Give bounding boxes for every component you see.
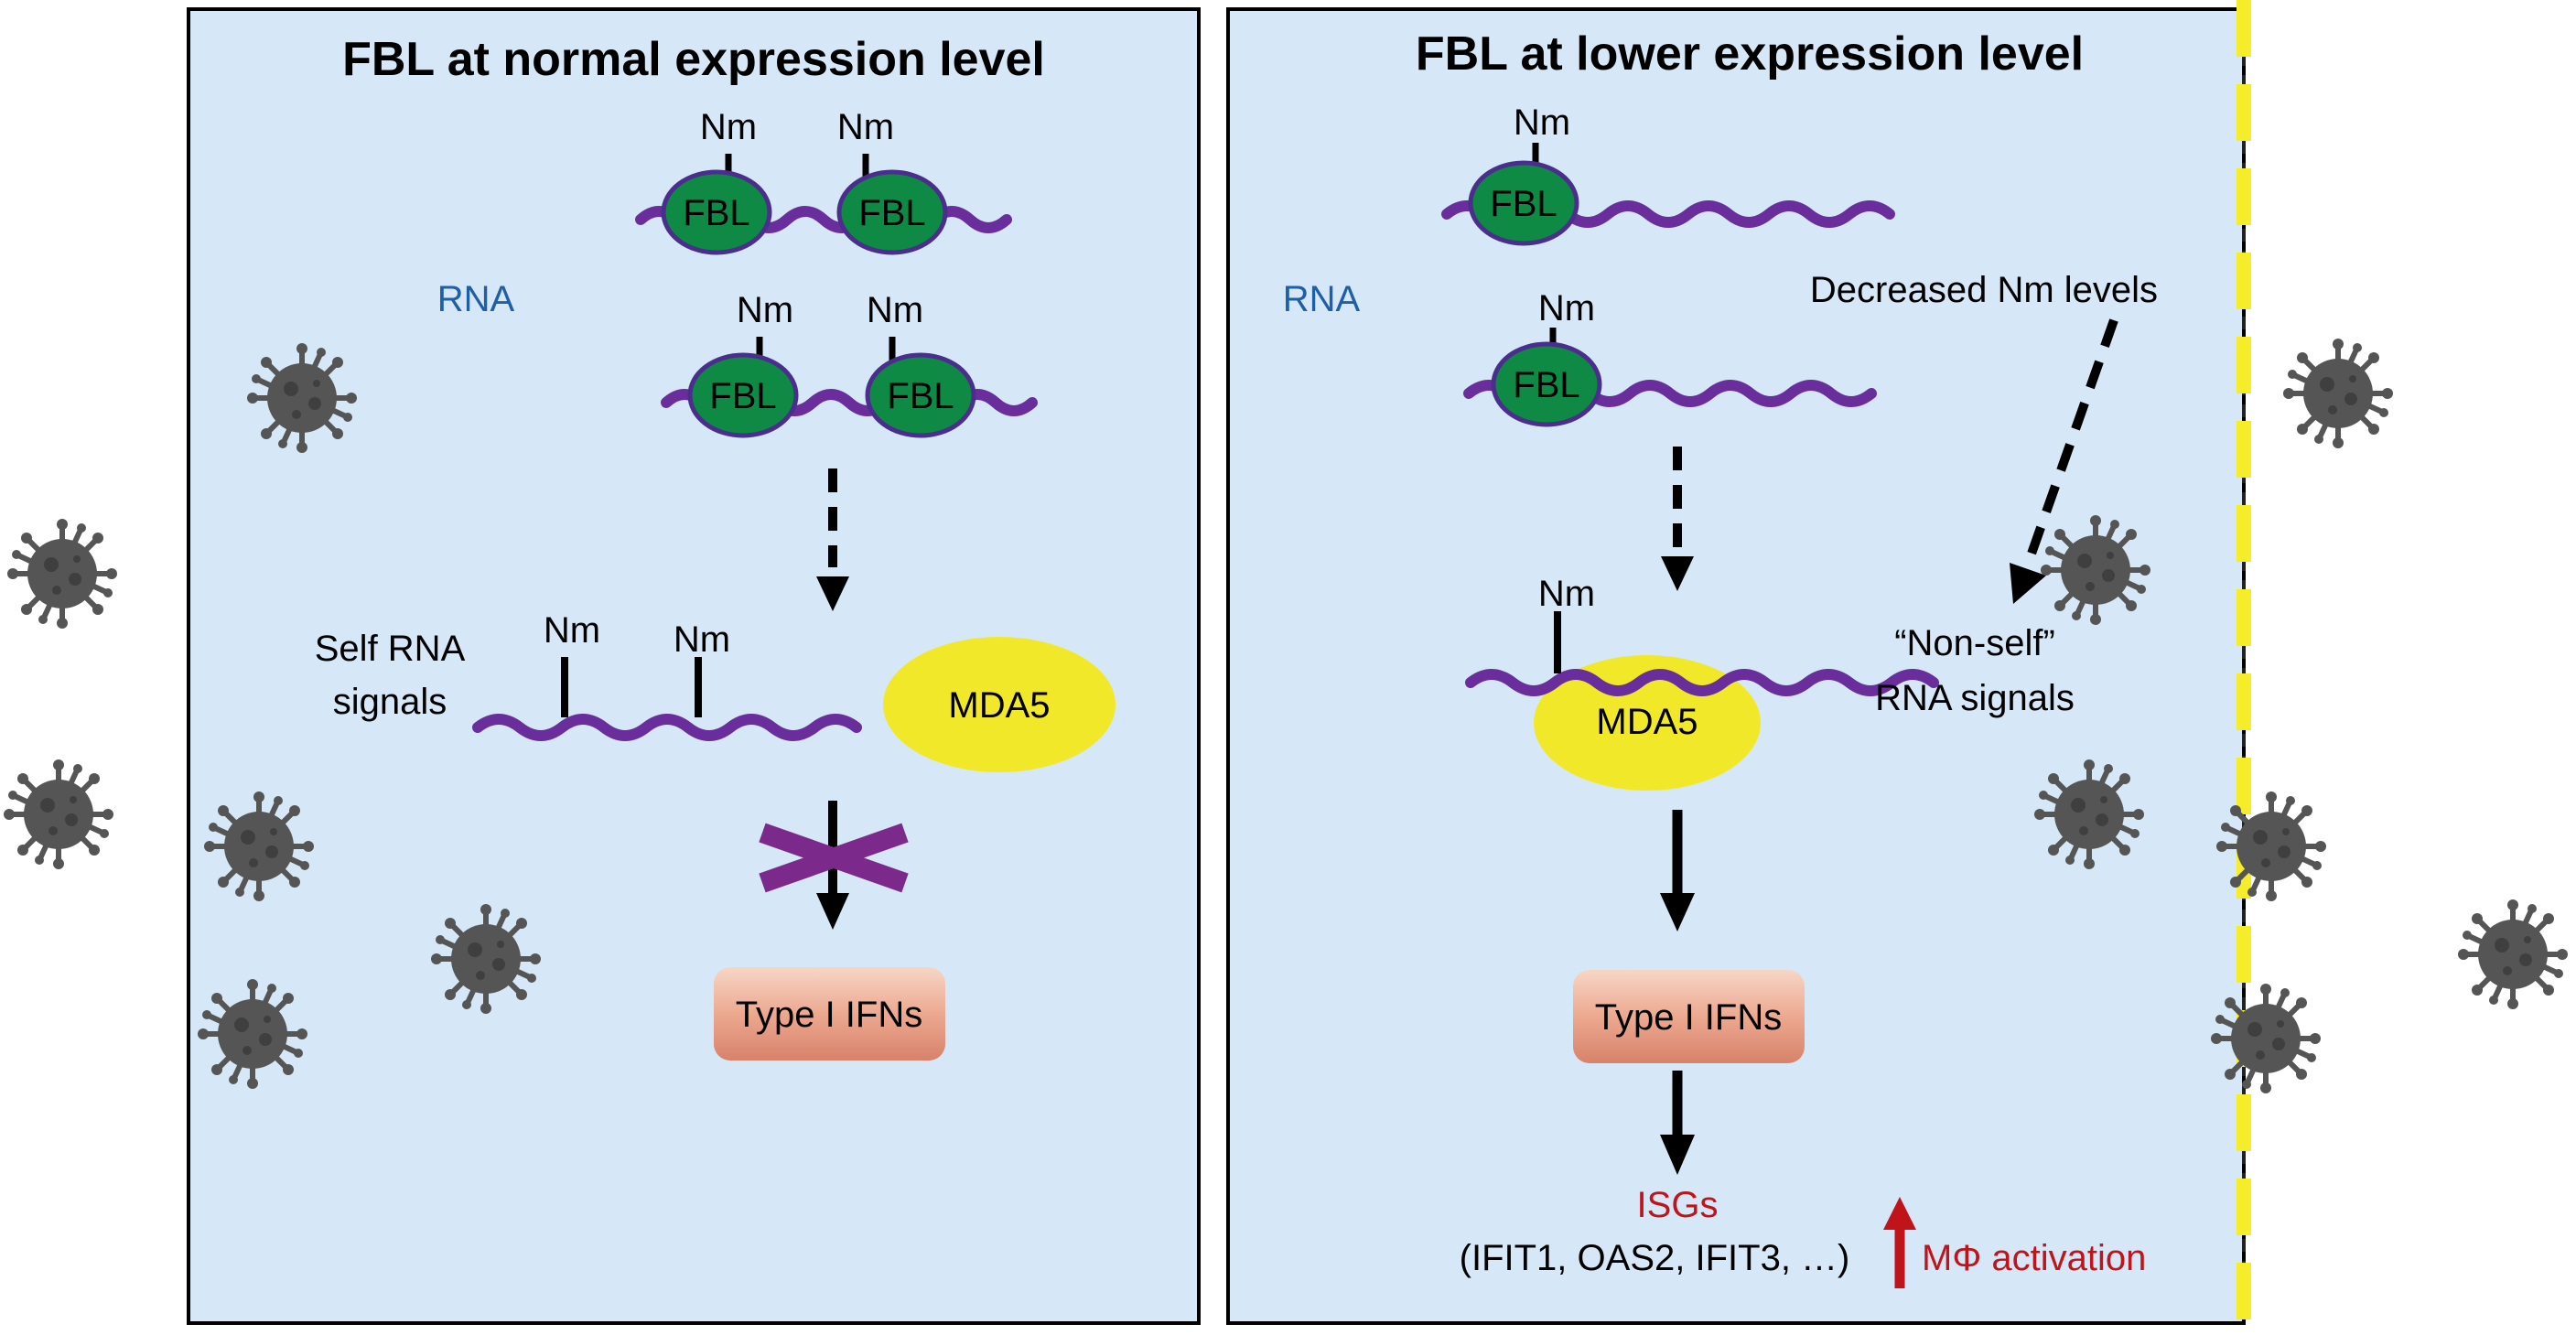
fbl-label: FBL: [683, 193, 749, 233]
virus-icon: [2034, 759, 2144, 869]
virus-icon: [2211, 984, 2321, 1093]
nonself-rna-strand: Nm: [1465, 574, 1939, 696]
nm-label: Nm: [700, 107, 757, 147]
block-x-icon: [759, 823, 909, 893]
nm-label: Nm: [1514, 102, 1570, 143]
self-rna-label-line2: signals: [333, 682, 447, 722]
isg-list: (IFIT1, OAS2, IFIT3, …): [1460, 1238, 1850, 1278]
mda5-label: MDA5: [948, 685, 1050, 726]
nonself-rna-label-line1: “Non-self”: [1894, 623, 2055, 663]
virus-icon: [247, 343, 357, 453]
type-i-ifn-box: [1573, 970, 1805, 1063]
fbl-protein: [687, 352, 799, 438]
rna-strand-with-fbl: Nm FBL Nm FBL: [635, 107, 1012, 255]
rna-strand: [1465, 669, 1939, 696]
fbl-label: FBL: [709, 376, 776, 416]
virus-icon: [7, 519, 117, 629]
type-i-ifn-box: [714, 967, 945, 1060]
right-panel-background: [1226, 7, 2246, 1325]
nm-label: Nm: [837, 107, 894, 147]
mda5-label: MDA5: [1596, 702, 1698, 742]
virus-icon: [2283, 339, 2393, 448]
virus-icon: [204, 791, 314, 901]
nm-label: Nm: [674, 619, 730, 660]
virus-icon: [2458, 899, 2568, 1009]
virus-icon: [4, 759, 113, 869]
fbl-protein: [836, 169, 948, 255]
dashed-arrow: [1661, 447, 1694, 591]
solid-arrow: [1660, 1071, 1695, 1175]
fbl-protein: [865, 352, 976, 438]
rna-strand: [472, 714, 862, 741]
rna-strand-with-fbl: Nm FBL Nm FBL: [661, 290, 1038, 438]
decreased-nm-dashed-arrow: [2010, 318, 2118, 604]
fbl-protein: [1491, 341, 1602, 427]
nm-label: Nm: [1538, 288, 1595, 328]
virus-icon: [2216, 791, 2326, 901]
virus-icon: [198, 979, 307, 1089]
rna-strand-with-fbl: Nm FBL: [1463, 288, 1877, 427]
virus-icon: [431, 904, 541, 1014]
right-panel-title: FBL at lower expression level: [1416, 27, 2084, 81]
fbl-label: FBL: [1513, 365, 1579, 405]
self-rna-strand: Nm Nm: [472, 610, 862, 741]
nm-label: Nm: [867, 290, 923, 330]
decreased-nm-label: Decreased Nm levels: [1810, 270, 2158, 310]
left-panel: FBL at normal expression level Nm FBL Nm…: [187, 7, 1201, 1325]
type-i-ifn-label: Type I IFNs: [1595, 997, 1783, 1038]
rna-label: RNA: [1283, 279, 1361, 319]
self-rna-label-line1: Self RNA: [315, 629, 466, 669]
fbl-protein: [661, 169, 772, 255]
right-panel: FBL at lower expression level Nm FBL RNA…: [1226, 0, 2568, 1335]
left-panel-title: FBL at normal expression level: [342, 33, 1045, 86]
type-i-ifn-label: Type I IFNs: [736, 995, 923, 1035]
up-arrow-icon: [1883, 1197, 1916, 1288]
nm-label: Nm: [737, 290, 793, 330]
nm-label: Nm: [544, 610, 600, 651]
rna-label: RNA: [437, 279, 515, 319]
fbl-protein: [1468, 160, 1579, 246]
macrophage-activation-label: MΦ activation: [1922, 1238, 2146, 1278]
fbl-label: FBL: [887, 376, 954, 416]
dashed-arrow: [816, 468, 849, 611]
mda5-receptor: [883, 637, 1116, 772]
fbl-label: FBL: [858, 193, 925, 233]
isgs-label: ISGs: [1637, 1185, 1719, 1225]
virus-icon: [2041, 515, 2150, 625]
nonself-rna-label-line2: RNA signals: [1875, 678, 2075, 718]
solid-arrow: [1660, 810, 1695, 931]
rna-strand-with-fbl: Nm FBL: [1441, 102, 1895, 246]
blocked-arrow: [759, 801, 909, 930]
fbl-label: FBL: [1490, 184, 1557, 224]
nm-label: Nm: [1538, 574, 1595, 614]
